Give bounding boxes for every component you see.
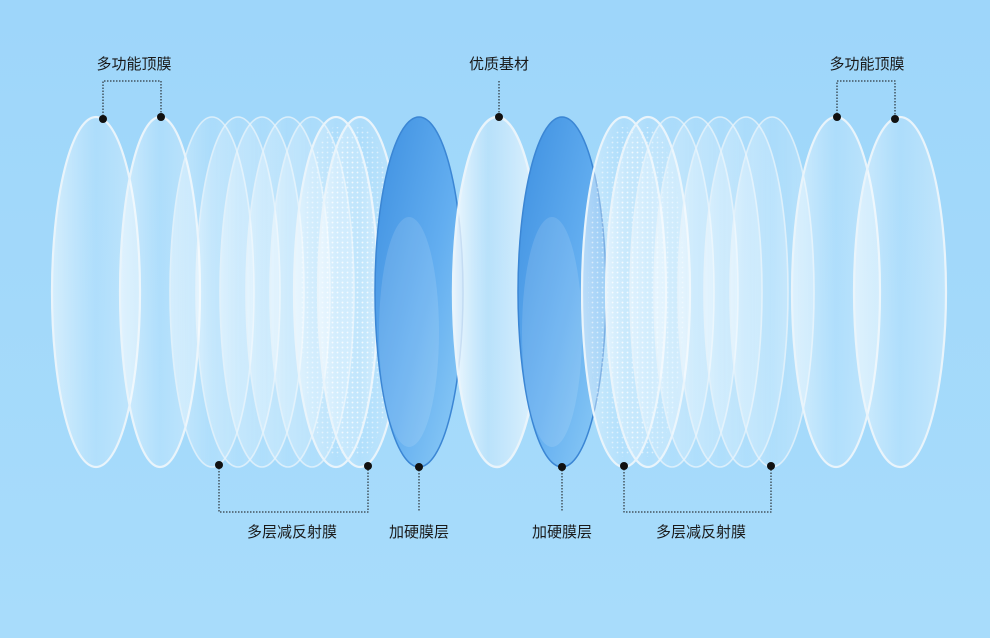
- callout-dot: [157, 113, 165, 121]
- callout-dot: [620, 462, 628, 470]
- label-hard-coat-left: 加硬膜层: [388, 523, 450, 541]
- ar-mesh-texture: [324, 127, 396, 457]
- callout-top-left: [102, 80, 162, 119]
- hard-coat-highlight: [379, 217, 439, 447]
- callout-dot: [215, 461, 223, 469]
- lens-layer-clear: [852, 115, 948, 469]
- label-ar-coat-left: 多层减反射膜: [246, 523, 338, 541]
- hard-coat-highlight: [522, 217, 582, 447]
- callout-dot: [767, 462, 775, 470]
- callout-dot: [415, 463, 423, 471]
- callout-bottom-right-ar: [623, 466, 772, 513]
- callout-dot: [99, 115, 107, 123]
- callout-dot: [364, 462, 372, 470]
- callout-dot: [891, 115, 899, 123]
- callout-dot: [833, 113, 841, 121]
- callout-top-right: [836, 80, 896, 119]
- label-hard-coat-right: 加硬膜层: [531, 523, 593, 541]
- callout-bottom-left-ar: [218, 465, 369, 513]
- callout-dot: [558, 463, 566, 471]
- label-substrate: 优质基材: [468, 55, 530, 73]
- label-ar-coat-right: 多层减反射膜: [655, 523, 747, 541]
- label-top-coat-left: 多功能顶膜: [96, 55, 172, 73]
- callout-dot: [495, 113, 503, 121]
- label-top-coat-right: 多功能顶膜: [829, 55, 905, 73]
